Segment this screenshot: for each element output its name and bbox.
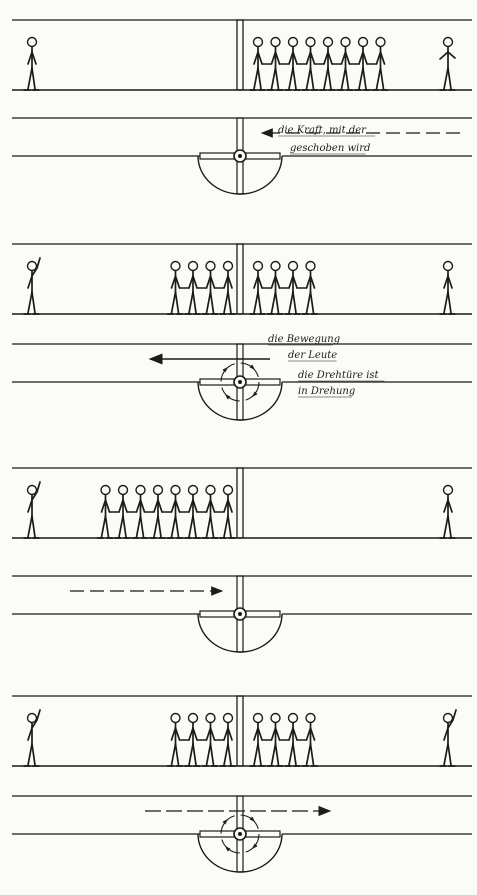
door-post	[237, 696, 243, 766]
marchers-right-group	[250, 38, 388, 91]
caption-text: der Leute	[288, 350, 337, 361]
plan-panel-8	[12, 796, 472, 872]
marchers-left-group	[168, 714, 236, 767]
left-observer-figure	[24, 710, 40, 766]
door-post	[237, 20, 243, 90]
elevation-panel-5	[12, 468, 472, 538]
right-observer-figure	[440, 486, 455, 539]
elevation-panel-1	[12, 20, 472, 90]
right-observer-figure	[440, 710, 456, 766]
left-observer-figure	[24, 482, 40, 538]
left-observer-figure	[24, 258, 40, 314]
elevation-panel-3	[12, 244, 472, 314]
caption-text: die Kraft, mit der	[278, 125, 367, 136]
caption-text: die Drehtüre ist	[298, 370, 380, 381]
right-observer-figure	[440, 38, 455, 91]
left-observer-figure	[24, 38, 39, 91]
door-post	[237, 468, 243, 538]
right-observer-figure	[440, 262, 455, 315]
elevation-panel-7	[12, 696, 472, 766]
plan-panel-2: die Kraft, mit der geschoben wird	[12, 118, 472, 194]
door-post	[237, 244, 243, 314]
caption-text: die Bewegung	[268, 334, 340, 345]
plan-panel-6	[12, 576, 472, 652]
marchers-right-group	[250, 262, 318, 315]
marchers-left-group	[98, 486, 236, 539]
caption-text: in Drehung	[298, 386, 355, 397]
caption-text: geschoben wird	[290, 143, 370, 154]
marchers-right-group	[250, 714, 318, 767]
plan-panel-4: die Bewegung der Leute die Drehtüre ist in …	[12, 334, 472, 420]
marchers-left-group	[168, 262, 236, 315]
